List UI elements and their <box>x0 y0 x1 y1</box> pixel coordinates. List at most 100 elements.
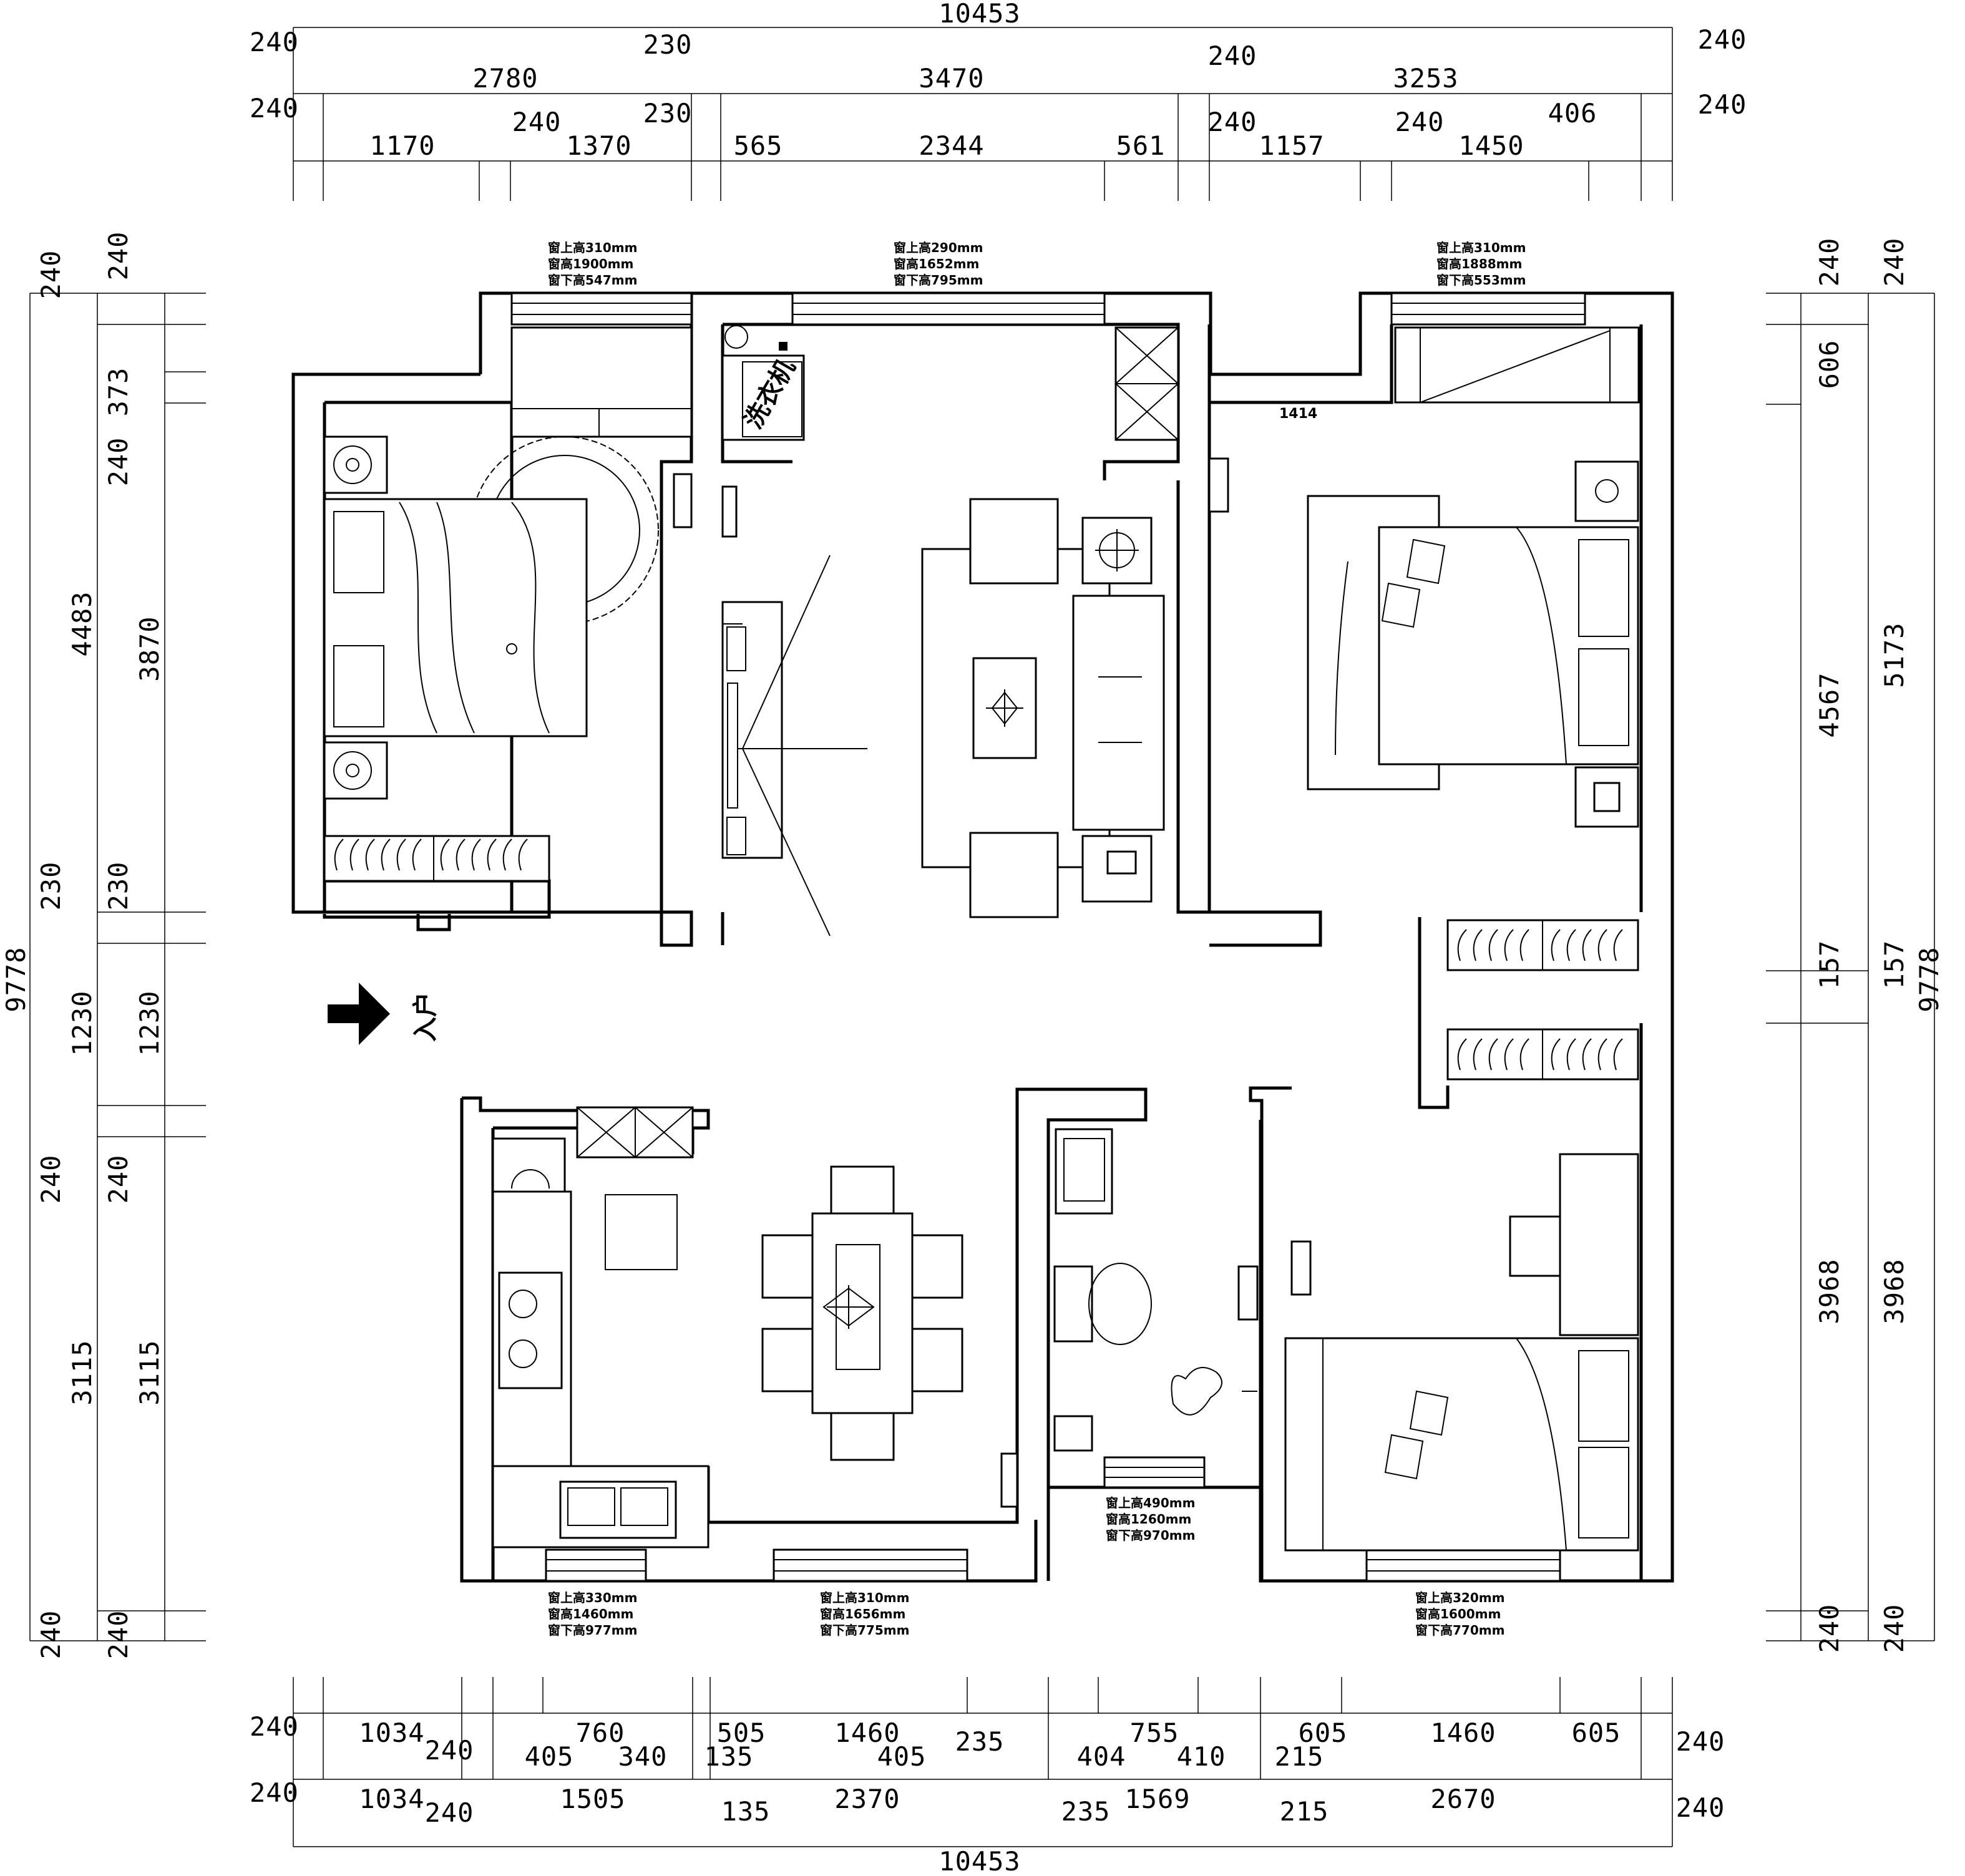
window-note: 窗高1260mm <box>1106 1512 1191 1527</box>
window-note: 窗下高775mm <box>820 1623 909 1638</box>
bottom-row2-dim: 1034 <box>359 1784 424 1814</box>
desk-chair <box>1509 1215 1561 1277</box>
window-note: 窗上高490mm <box>1106 1495 1195 1510</box>
window-note: 窗上高330mm <box>548 1590 637 1605</box>
window-dining <box>773 1548 968 1582</box>
dining-chair <box>830 1412 895 1461</box>
window-note: 窗上高310mm <box>820 1590 909 1605</box>
door-leaf <box>673 473 693 528</box>
top-row1-dim: 240 <box>1698 24 1747 55</box>
top-row1-dim: 2780 <box>472 63 538 94</box>
fridge <box>492 1137 566 1193</box>
window-note: 窗上高310mm <box>1436 240 1526 255</box>
left-inner-dim: 230 <box>103 862 134 911</box>
top-row2-dim: 1157 <box>1259 130 1324 161</box>
windows <box>510 292 1586 1582</box>
bottom-row1-dim: 1034 <box>359 1718 424 1748</box>
right-outer-dim: 240 <box>1879 238 1909 287</box>
top-row1-dim: 240 <box>1208 41 1257 71</box>
left-outer-dim: 4483 <box>67 591 97 656</box>
top-row1-dim: 230 <box>643 29 693 60</box>
gas-stove-icon <box>498 1271 563 1389</box>
dining-chair <box>761 1234 814 1299</box>
left-inner-dim: 3115 <box>134 1339 165 1405</box>
bottom-row1-dim: 1460 <box>1430 1718 1496 1748</box>
armchair <box>969 832 1059 918</box>
bottom-row2-dim: 2670 <box>1430 1784 1496 1814</box>
left-inner-dim: 240 <box>103 1155 134 1204</box>
top-row2-dim: 1170 <box>369 130 435 161</box>
top-row2-dim: 1370 <box>566 130 631 161</box>
phone-icon <box>1106 850 1137 875</box>
window-note: 窗下高970mm <box>1106 1528 1195 1543</box>
bottom-row1-dim: 755 <box>1130 1718 1179 1748</box>
bottom-row1-dim: 135 <box>705 1741 754 1772</box>
left-inner-dim: 3870 <box>134 616 165 681</box>
top-row2-dim: 561 <box>1116 130 1166 161</box>
coffee-table <box>972 657 1037 759</box>
door-leaf <box>721 485 738 538</box>
bedroom-1-furniture <box>323 326 693 882</box>
door-leaf <box>1237 1265 1259 1321</box>
top-row1-dim: 3253 <box>1393 63 1458 94</box>
right-dimensions: 240 606 4567 157 3968 240 240 5173 157 3… <box>1766 238 1944 1653</box>
right-outer-dim: 157 <box>1879 940 1909 989</box>
window-note: 窗下高770mm <box>1415 1623 1504 1638</box>
right-total-dim: 9778 <box>1914 946 1944 1012</box>
bottom-row2-dim: 240 <box>250 1777 299 1808</box>
left-outer-dim: 1230 <box>67 990 97 1056</box>
bottom-row1-dim: 405 <box>525 1741 574 1772</box>
sink-icon <box>559 1480 677 1539</box>
bottom-row2-dim: 1505 <box>560 1784 625 1814</box>
entrance-arrow-icon <box>328 983 390 1045</box>
window-note: 窗上高290mm <box>894 240 983 255</box>
left-inner-dim: 1230 <box>134 990 165 1056</box>
window-bedroom2 <box>1390 292 1586 326</box>
bottom-row1-dim: 240 <box>250 1711 299 1742</box>
window-bath <box>1103 1456 1206 1489</box>
window-note: 窗高1460mm <box>548 1606 633 1621</box>
bottom-row1-dim: 215 <box>1275 1741 1324 1772</box>
bedroom-2-furniture <box>1208 326 1640 1081</box>
top-row1-dim: 3470 <box>919 63 984 94</box>
window-note: 窗高1652mm <box>894 256 979 271</box>
door-leaf <box>1000 1452 1018 1508</box>
dining-furniture <box>761 1165 1018 1508</box>
wardrobe-bottom <box>323 835 550 882</box>
bottom-row2-dim: 1569 <box>1124 1784 1190 1814</box>
window-note: 窗下高547mm <box>548 273 637 288</box>
window-living <box>791 292 1106 326</box>
window-kitchen <box>545 1548 647 1582</box>
dining-chair <box>911 1328 963 1392</box>
window-note: 窗高1600mm <box>1415 1606 1501 1621</box>
double-bed <box>1378 526 1639 765</box>
entrance: 入户 <box>328 983 440 1045</box>
bottom-row1-dim: 240 <box>425 1735 474 1766</box>
dining-table <box>811 1212 914 1414</box>
bottom-row1-dim: 760 <box>576 1718 625 1748</box>
top-row1-dim: 240 <box>250 27 299 57</box>
door-leaf <box>1208 457 1229 513</box>
bottom-row1-dim: 410 <box>1177 1741 1226 1772</box>
wardrobe-top <box>510 326 693 438</box>
dining-chair <box>830 1165 895 1215</box>
top-row2-dim: 240 <box>512 107 562 137</box>
bottom-row1-dim: 1460 <box>834 1718 900 1748</box>
toilet-icon <box>1053 1265 1093 1343</box>
bottom-row2-dim: 240 <box>425 1797 474 1828</box>
window-notes: 窗上高310mm 窗高1900mm 窗下高547mm 窗上高290mm 窗高16… <box>548 240 1526 1638</box>
window-note: 窗下高977mm <box>548 1623 637 1638</box>
top-row2-dim: 1450 <box>1458 130 1524 161</box>
dining-chair <box>911 1234 963 1299</box>
bottom-total-dim: 10453 <box>939 1846 1020 1876</box>
room-width-label: 1414 <box>1279 406 1317 422</box>
bottom-row1-dim: 405 <box>877 1741 927 1772</box>
top-row2-dim: 565 <box>734 130 783 161</box>
left-total-dim: 9778 <box>1 946 31 1012</box>
bottom-row2-dim: 2370 <box>834 1784 900 1814</box>
bottom-row1-dim: 605 <box>1572 1718 1621 1748</box>
bottom-dimensions: 240 1034 240 760 405 340 505 135 1460 40… <box>250 1677 1724 1876</box>
top-row2-dim: 2344 <box>919 130 984 161</box>
right-outer-dim: 5173 <box>1879 622 1909 688</box>
